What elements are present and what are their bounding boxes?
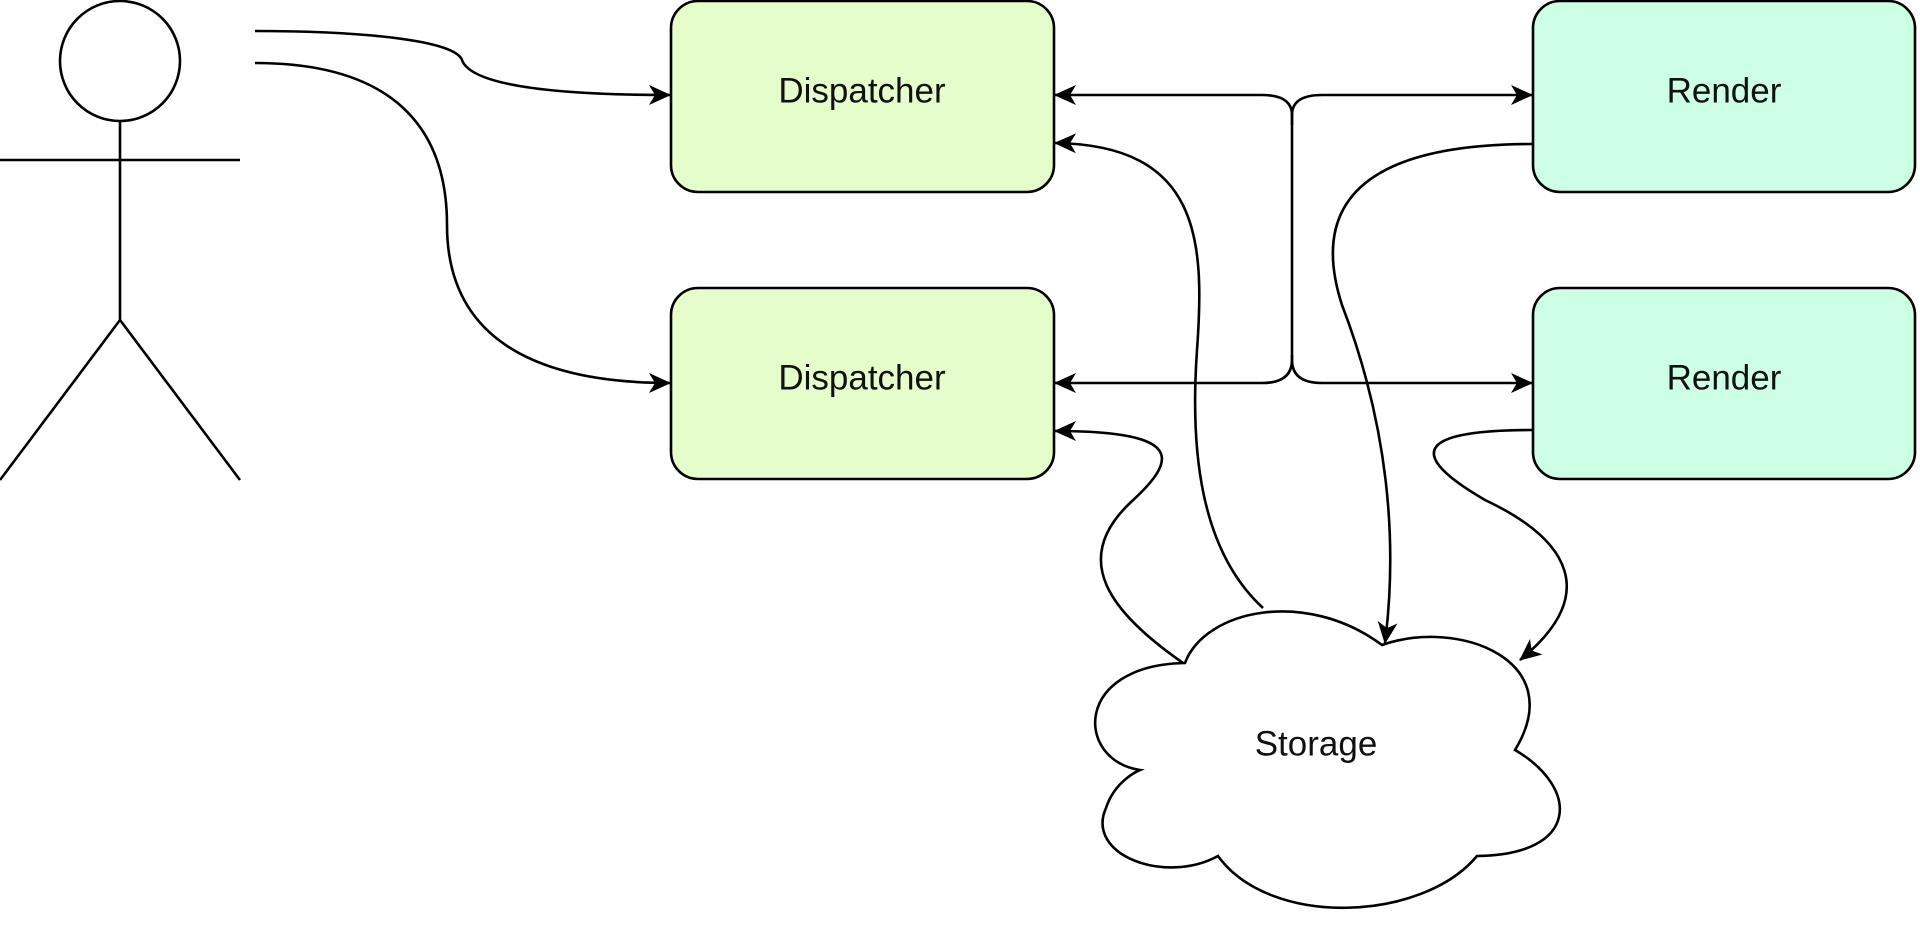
render-node-1: Render [1531,0,1917,194]
dispatcher-label-1: Dispatcher [778,71,946,110]
edge-actor-to-dispatcher-2 [254,61,671,393]
edge-storage-to-dispatcher-1 [1054,133,1264,609]
cloud-icon [1094,610,1562,910]
actor-right-leg [118,319,242,481]
render-node-2: Render [1531,286,1917,481]
dispatcher-label-2: Dispatcher [778,358,946,397]
storage-label: Storage [1255,724,1378,763]
render-box-1 [1531,0,1917,194]
dispatcher-node-2: Dispatcher [669,286,1056,481]
render-box-2 [1531,286,1917,481]
edge-storage-to-dispatcher-2 [1054,421,1184,665]
edge-render-2-to-storage [1432,428,1569,662]
dispatcher-box-2 [669,286,1056,481]
edge-bus-to-dispatcher-2 [1054,355,1294,393]
edge-bus-to-dispatcher-1 [1054,85,1294,125]
render-label-1: Render [1667,71,1782,110]
edge-bus-to-render-2 [1290,355,1533,393]
storage-node: Storage [1094,610,1562,910]
edge-bus-to-render-1 [1290,85,1533,125]
actor-icon [0,0,242,481]
dispatcher-box-1 [669,0,1056,194]
render-label-2: Render [1667,358,1782,397]
edges [254,29,1569,665]
actor-left-leg [0,319,122,481]
dispatcher-node-1: Dispatcher [669,0,1056,194]
actor-head [58,0,182,123]
edge-render-1-to-storage [1331,142,1533,644]
edge-actor-to-dispatcher-1 [254,29,671,105]
